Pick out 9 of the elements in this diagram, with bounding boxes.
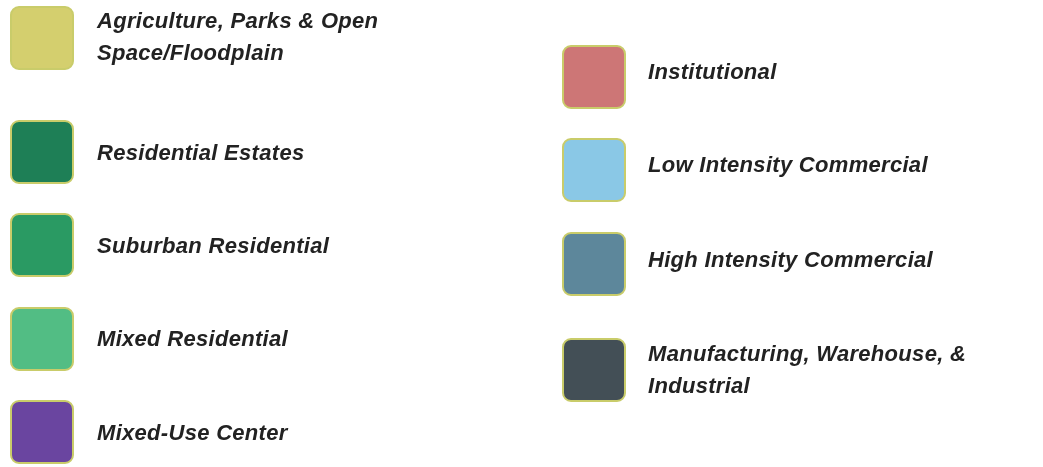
legend-label: Institutional [648,58,778,86]
legend-label: Mixed-Use Center [97,419,290,447]
legend-label: Low Intensity Commercial [648,151,929,179]
legend-label: High Intensity Commercial [648,246,934,274]
legend-label: Residential Estates [97,139,306,167]
legend-label: Manufacturing, Warehouse, & Industrial [648,340,968,400]
legend-label: Mixed Residential [97,325,289,353]
legend-label: Suburban Residential [97,232,331,260]
legend-label: Agriculture, Parks & Open Space/Floodplain [97,7,380,67]
